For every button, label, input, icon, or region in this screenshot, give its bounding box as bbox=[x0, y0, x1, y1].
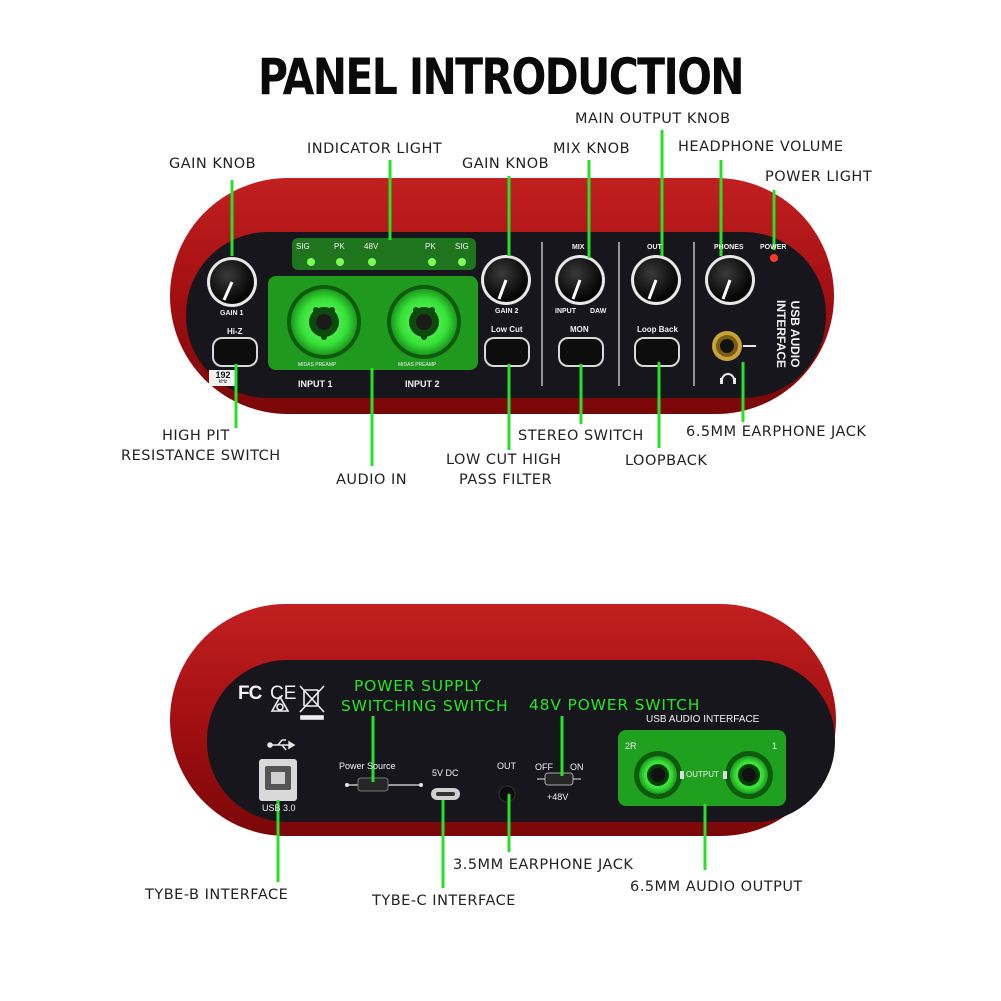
off-label: OFF bbox=[535, 762, 553, 772]
callout-65mm-audio-output: 6.5MM AUDIO OUTPUT bbox=[630, 879, 803, 895]
mon-button bbox=[558, 337, 604, 367]
output-jack-1 bbox=[725, 751, 773, 799]
callout-gain-knob-1: GAIN KNOB bbox=[169, 156, 257, 172]
192khz-badge bbox=[209, 370, 237, 386]
48v-label: +48V bbox=[547, 792, 569, 802]
gain2-label: GAIN 2 bbox=[495, 308, 519, 315]
usb-icon bbox=[267, 739, 296, 751]
xlr-combo-2 bbox=[387, 285, 461, 359]
led-row bbox=[307, 258, 466, 266]
callout-high-pit-1: HIGH PIT bbox=[162, 428, 230, 444]
rcm-mark-icon bbox=[270, 695, 290, 712]
loopback-button bbox=[634, 337, 680, 367]
callout-typec-interface: TYBE-C INTERFACE bbox=[372, 893, 516, 909]
page-title: PANEL INTRODUCTION bbox=[257, 48, 745, 106]
callout-gain-knob-2: GAIN KNOB bbox=[462, 156, 550, 172]
lowcut-label: Low Cut bbox=[491, 325, 523, 334]
xlr-combo-1 bbox=[287, 285, 361, 359]
midas-label-2: MIDAS PREAMP bbox=[398, 362, 437, 368]
power-led bbox=[770, 254, 778, 262]
usb-interface-label: USB AUDIO INTERFACE bbox=[646, 714, 760, 725]
mix-knob bbox=[555, 255, 605, 305]
lowcut-button bbox=[484, 337, 530, 367]
mix-input-label: INPUT bbox=[555, 308, 576, 315]
ce-mark: CE bbox=[270, 683, 297, 704]
2r-label: 2R bbox=[625, 741, 637, 751]
callout-earphone-jack: 6.5MM EARPHONE JACK bbox=[686, 424, 867, 440]
usb30-label: USB 3.0 bbox=[262, 803, 296, 813]
out-knob bbox=[631, 255, 681, 305]
callout-low-cut-2: PASS FILTER bbox=[459, 472, 553, 488]
led-pk-right bbox=[428, 258, 436, 266]
callout-low-cut-1: LOW CUT HIGH bbox=[446, 452, 562, 468]
power-label: POWER bbox=[760, 244, 787, 251]
out-label: OUT bbox=[647, 244, 662, 251]
loopback-label: Loop Back bbox=[637, 325, 678, 334]
led-label-48v: 48V bbox=[364, 242, 379, 251]
led-label-pk-right: PK bbox=[425, 242, 436, 251]
hiz-label: Hi-Z bbox=[227, 327, 243, 336]
input2-label: INPUT 2 bbox=[405, 379, 440, 389]
callout-power-supply-1: POWER SUPPLY bbox=[354, 677, 482, 695]
fc-mark: FC bbox=[238, 683, 262, 704]
hiz-button bbox=[212, 337, 258, 367]
callout-power-supply-2: SWITCHING SWITCH bbox=[341, 697, 509, 715]
led-48v bbox=[368, 258, 376, 266]
callout-main-output-knob: MAIN OUTPUT KNOB bbox=[575, 111, 731, 127]
mon-label: MON bbox=[570, 325, 589, 334]
on-label: ON bbox=[570, 762, 584, 772]
out-35mm-jack bbox=[498, 785, 516, 803]
phones-label: PHONES bbox=[714, 244, 744, 251]
output-label: OUTPUT bbox=[686, 770, 719, 779]
callout-mix-knob: MIX KNOB bbox=[553, 141, 631, 157]
callout-high-pit-2: RESISTANCE SWITCH bbox=[121, 448, 281, 464]
weee-bin-icon bbox=[299, 685, 325, 720]
led-sig-left bbox=[307, 258, 315, 266]
led-sig-right bbox=[458, 258, 466, 266]
led-pk-left bbox=[336, 258, 344, 266]
mix-label: MIX bbox=[572, 244, 585, 251]
5vdc-label: 5V DC bbox=[432, 768, 459, 778]
callout-35mm-earphone-jack: 3.5MM EARPHONE JACK bbox=[453, 857, 634, 873]
callout-stereo-switch: STEREO SWITCH bbox=[518, 428, 644, 444]
led-label-sig-right: SIG bbox=[455, 242, 469, 251]
output-jack-2r bbox=[634, 751, 682, 799]
callout-loopback: LOOPBACK bbox=[625, 453, 708, 469]
out-back-label: OUT bbox=[497, 761, 516, 771]
48v-switch bbox=[544, 772, 574, 786]
headphone-jack bbox=[712, 331, 742, 361]
gain2-knob bbox=[481, 255, 531, 305]
1-label: 1 bbox=[772, 741, 778, 751]
led-label-sig-left: SIG bbox=[296, 242, 310, 251]
midas-label-1: MIDAS PREAMP bbox=[298, 362, 337, 368]
mix-daw-label: DAW bbox=[590, 308, 607, 315]
gain1-knob bbox=[207, 257, 257, 307]
led-strip bbox=[292, 238, 476, 270]
usb-b-port bbox=[259, 759, 297, 801]
callout-headphone-volume: HEADPHONE VOLUME bbox=[678, 139, 844, 155]
phones-knob bbox=[705, 255, 755, 305]
side-text: USB AUDIO INTERFACE bbox=[774, 299, 802, 368]
callout-power-light: POWER LIGHT bbox=[765, 169, 873, 185]
led-label-pk-left: PK bbox=[334, 242, 345, 251]
callout-48v-power-switch: 48V POWER SWITCH bbox=[529, 696, 701, 714]
input1-label: INPUT 1 bbox=[298, 379, 333, 389]
callout-audio-in: AUDIO IN bbox=[336, 472, 408, 488]
power-source-label: Power Source bbox=[339, 761, 396, 771]
gain1-label: GAIN 1 bbox=[220, 310, 244, 317]
callout-indicator-light: INDICATOR LIGHT bbox=[307, 141, 443, 157]
badge-192: 192 bbox=[215, 370, 231, 380]
badge-khz: kHz bbox=[218, 379, 228, 385]
callout-typeb-interface: TYBE-B INTERFACE bbox=[145, 887, 289, 903]
